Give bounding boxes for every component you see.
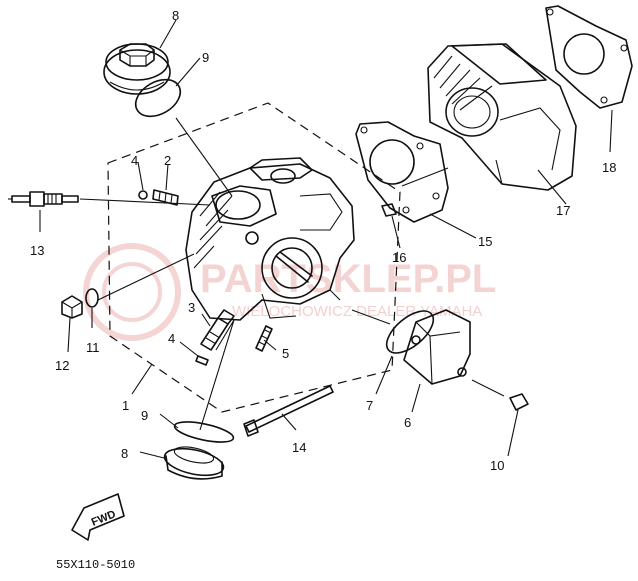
- washer-11: [85, 288, 99, 308]
- watermark-brand: PARTSKLEP.PL: [200, 257, 496, 301]
- callout-18: 18: [602, 160, 616, 175]
- callout-7: 7: [366, 398, 373, 413]
- base-gasket-18: [545, 5, 633, 109]
- head-gasket-14: [355, 121, 449, 223]
- part-code: 55X110-5010: [56, 558, 135, 572]
- callout-5: 5: [282, 346, 289, 361]
- bolt-10: [471, 379, 529, 411]
- bolt-3: [200, 309, 235, 351]
- watermark-logo-icon: [83, 243, 181, 341]
- watermark: PARTSKLEP.PL WIELOCHOWICZ DEALER YAMAHA: [83, 243, 496, 341]
- dowel-15: [381, 203, 397, 217]
- callouts: 8 9 4 2 13 12 11 1 3 4 5 7 6 10 14 9 8 1…: [30, 8, 616, 473]
- cylinder-17: [427, 43, 577, 191]
- callout-15: 16: [392, 250, 406, 265]
- stud-bolt-2: [152, 189, 179, 206]
- assembly-boundary: [107, 102, 401, 413]
- callout-14: 15: [478, 234, 492, 249]
- spark-plug: [8, 191, 79, 207]
- o-ring-lower: [173, 421, 235, 443]
- callout-8-top: 8: [172, 8, 179, 23]
- callout-8-lower: 8: [121, 446, 128, 461]
- cap-nut-12: [61, 295, 83, 319]
- leader-lines: [39, 19, 613, 459]
- callout-6: 6: [404, 415, 411, 430]
- callout-1: 1: [122, 398, 129, 413]
- callout-13: 13: [30, 243, 44, 258]
- callout-2: 2: [164, 153, 171, 168]
- long-stud-16: [243, 385, 334, 437]
- cover-6: [403, 309, 471, 385]
- callout-16: 14: [292, 440, 306, 455]
- cylinder-head: [185, 157, 355, 321]
- dowel-pin-upper: [138, 190, 148, 200]
- oil-filler-cap-top: [103, 43, 171, 95]
- fwd-label: FWD: [90, 508, 118, 529]
- callout-9-lower: 9: [141, 408, 148, 423]
- callout-3: 3: [188, 300, 195, 315]
- stud-bolt-5: [255, 325, 273, 352]
- callout-11: 11: [86, 340, 100, 355]
- forward-arrow-icon: FWD: [71, 493, 125, 541]
- callout-9-top: 9: [202, 50, 209, 65]
- callout-4-lower: 4: [168, 331, 175, 346]
- o-ring-top: [134, 78, 182, 118]
- plug-cap-lower: [163, 446, 225, 480]
- callout-10: 10: [490, 458, 504, 473]
- callout-12: 12: [55, 358, 69, 373]
- callout-17: 17: [556, 203, 570, 218]
- dowel-pin-lower: [195, 355, 209, 366]
- callout-4-upper: 4: [131, 153, 138, 168]
